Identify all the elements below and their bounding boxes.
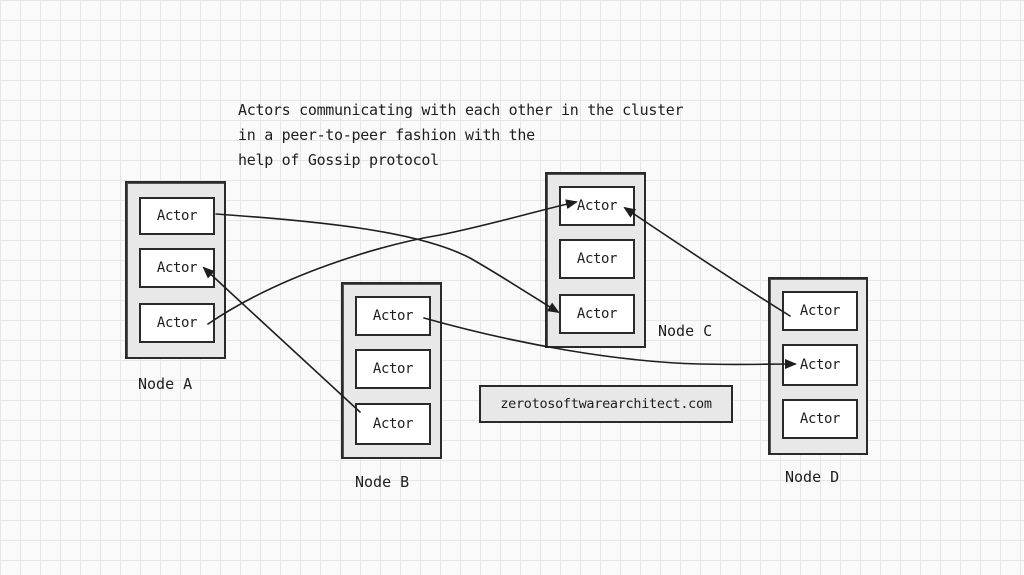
caption-line-1: Actors communicating with each other in …	[238, 101, 684, 119]
node-a-label: Node A	[138, 375, 193, 393]
arrow-b3-to-a2	[202, 266, 361, 413]
node-a: Actor Actor Actor	[125, 181, 226, 359]
node-c-actor-3: Actor	[559, 294, 635, 334]
node-a-actor-3: Actor	[139, 303, 215, 343]
node-b-actor-2: Actor	[355, 349, 431, 389]
node-b-actor-3: Actor	[355, 403, 431, 445]
node-b-actor-1: Actor	[355, 296, 431, 336]
node-d: Actor Actor Actor	[768, 277, 868, 455]
node-b: Actor Actor Actor	[341, 282, 442, 459]
node-d-actor-1: Actor	[782, 291, 858, 331]
node-c-actor-1: Actor	[559, 186, 635, 226]
arrow-d1-to-c1	[623, 206, 791, 317]
caption-line-2: in a peer-to-peer fashion with the	[238, 126, 535, 144]
diagram-caption: Actors communicating with each other in …	[238, 98, 758, 173]
watermark-text: zerotosoftwarearchitect.com	[500, 396, 712, 412]
node-d-actor-3: Actor	[782, 399, 858, 439]
node-d-actor-2: Actor	[782, 344, 858, 386]
node-c-actor-2: Actor	[559, 239, 635, 279]
node-c-label: Node C	[658, 322, 713, 340]
node-a-actor-1: Actor	[139, 197, 215, 235]
watermark-url: zerotosoftwarearchitect.com	[479, 385, 733, 423]
node-a-actor-2: Actor	[139, 248, 215, 288]
node-c: Actor Actor Actor	[545, 172, 646, 348]
caption-line-3: help of Gossip protocol	[238, 151, 439, 169]
node-d-label: Node D	[785, 468, 840, 486]
node-b-label: Node B	[355, 473, 410, 491]
